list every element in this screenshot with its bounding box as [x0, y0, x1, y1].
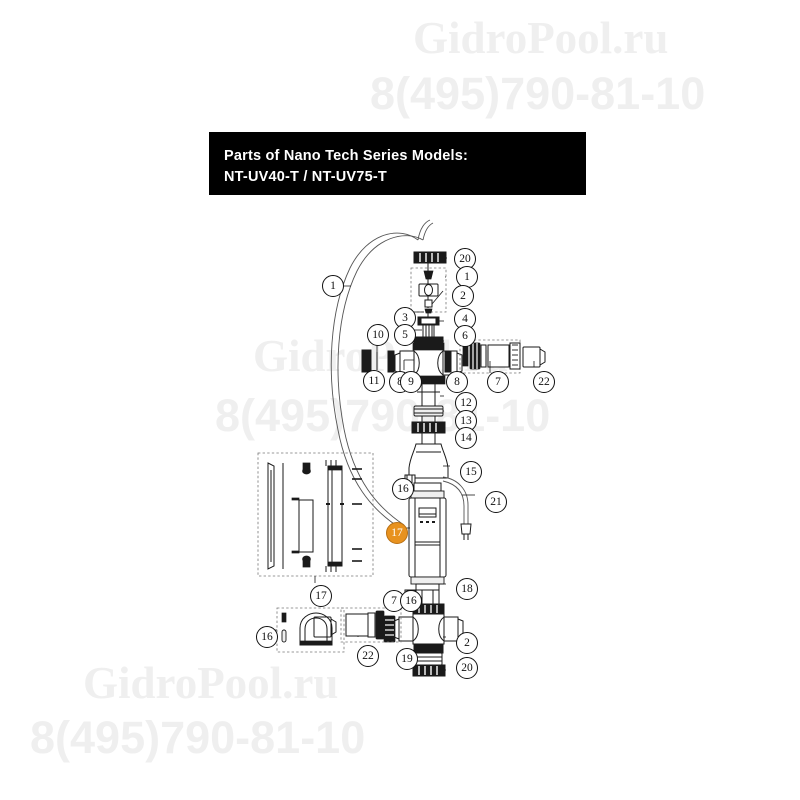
part-16-detail-items	[281, 612, 333, 646]
callout-1[interactable]: 1	[456, 266, 478, 288]
part-1-power-cable	[330, 219, 434, 529]
group-box-part-7	[459, 339, 521, 374]
part-7-assembly-bottom	[345, 610, 385, 640]
part-17-detail-items	[267, 460, 362, 572]
callout-1[interactable]: 1	[322, 275, 344, 297]
part-13-seal-ring	[413, 405, 444, 417]
part-3-pin	[424, 308, 433, 317]
leader-9	[403, 359, 414, 370]
callout-22[interactable]: 22	[357, 645, 379, 667]
part-22-blind-cap-bottom	[313, 616, 337, 638]
part-15-reducer-body	[408, 443, 449, 479]
callout-20[interactable]: 20	[456, 657, 478, 679]
title-line-2: NT-UV40-T / NT-UV75-T	[224, 169, 387, 185]
callout-label: 22	[538, 376, 550, 388]
callout-label: 18	[461, 583, 473, 595]
callout-label: 20	[459, 253, 471, 265]
callout-label: 1	[330, 280, 336, 292]
callout-label: 2	[464, 637, 470, 649]
part-1-cable-head	[418, 263, 439, 308]
part-21-power-cord	[442, 476, 472, 540]
callout-label: 6	[462, 330, 468, 342]
callout-15[interactable]: 15	[460, 461, 482, 483]
callout-7[interactable]: 7	[487, 371, 509, 393]
group-box-part-7-bottom	[340, 607, 402, 643]
callout-label: 4	[462, 313, 468, 325]
callout-19[interactable]: 19	[396, 648, 418, 670]
bottom-cross-assembly	[383, 603, 464, 645]
callout-label: 16	[397, 483, 409, 495]
callout-label: 7	[391, 595, 397, 607]
group-box-part-1	[410, 267, 447, 313]
callout-9[interactable]: 9	[400, 371, 422, 393]
callout-label: 5	[402, 329, 408, 341]
callout-label: 1	[464, 271, 470, 283]
leader-2-top	[431, 290, 444, 305]
callout-label: 20	[461, 662, 473, 674]
callout-label: 10	[372, 329, 384, 341]
callout-5[interactable]: 5	[394, 324, 416, 346]
callout-label: 13	[460, 415, 472, 427]
callout-label: 7	[495, 376, 501, 388]
callout-label: 17	[391, 527, 403, 539]
callout-10[interactable]: 10	[367, 324, 389, 346]
part-17-uv-body	[408, 482, 447, 591]
part-20-top-fitting	[413, 251, 447, 264]
callout-2[interactable]: 2	[456, 632, 478, 654]
callout-6[interactable]: 6	[454, 325, 476, 347]
callout-label: 3	[402, 312, 408, 324]
part-20-bottom-fitting	[412, 664, 446, 677]
callout-22[interactable]: 22	[533, 371, 555, 393]
callout-16[interactable]: 16	[392, 478, 414, 500]
title-bar: Parts of Nano Tech Series Models: NT-UV4…	[209, 132, 586, 195]
part-19-union-nut	[414, 652, 443, 666]
callout-label: 9	[408, 376, 414, 388]
callout-label: 19	[401, 653, 413, 665]
callout-label: 8	[454, 376, 460, 388]
callout-label: 2	[460, 290, 466, 302]
callout-8[interactable]: 8	[446, 371, 468, 393]
callout-2[interactable]: 2	[452, 285, 474, 307]
callout-label: 16	[405, 595, 417, 607]
callout-label: 14	[460, 432, 472, 444]
callout-label: 17	[315, 590, 327, 602]
part-22-blind-cap-mid	[522, 346, 546, 368]
title-line-1: Parts of Nano Tech Series Models:	[224, 148, 469, 164]
part-7-sensor-assembly	[462, 342, 521, 370]
callout-label: 21	[490, 496, 502, 508]
callout-label: 11	[368, 375, 380, 387]
callout-18[interactable]: 18	[456, 578, 478, 600]
callout-11[interactable]: 11	[363, 370, 385, 392]
part-2-oring-bottom	[413, 643, 444, 654]
part-5-stem	[422, 324, 435, 338]
group-box-part-17-detail	[257, 452, 374, 577]
part-12-quartz-sleeve	[417, 384, 440, 450]
callout-label: 22	[362, 650, 374, 662]
callout-label: 16	[261, 631, 273, 643]
part-4-collar	[417, 316, 440, 326]
callout-16[interactable]: 16	[400, 590, 422, 612]
callout-17-highlighted[interactable]: 17	[386, 522, 408, 544]
callout-17[interactable]: 17	[310, 585, 332, 607]
callout-21[interactable]: 21	[485, 491, 507, 513]
callout-16[interactable]: 16	[256, 626, 278, 648]
part-14-threaded-collar	[411, 421, 446, 434]
callout-label: 15	[465, 466, 477, 478]
callout-label: 12	[460, 397, 472, 409]
callout-12[interactable]: 12	[455, 392, 477, 414]
part-11-end-cap	[361, 349, 372, 373]
callout-14[interactable]: 14	[455, 427, 477, 449]
